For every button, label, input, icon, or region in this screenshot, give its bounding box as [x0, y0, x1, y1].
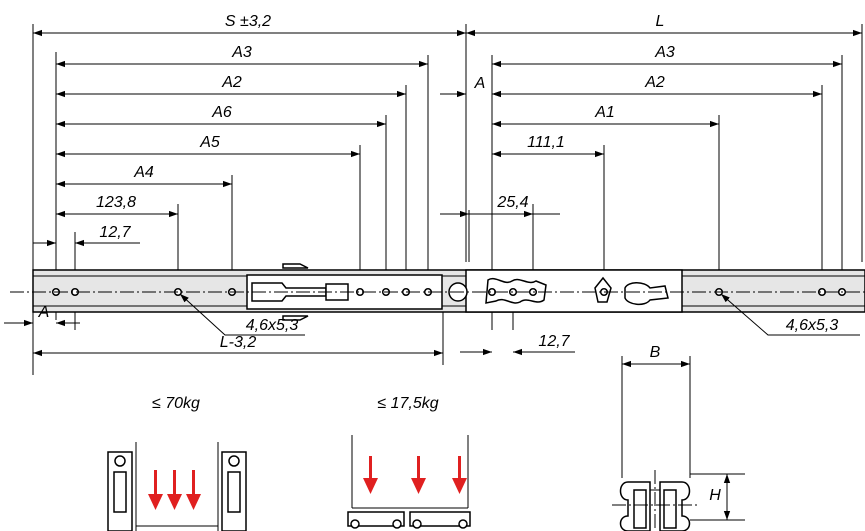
label-l-total: L [656, 13, 665, 30]
label-111-1: 111,1 [527, 134, 565, 151]
extension-lines [32, 24, 863, 375]
label-l-minus: L-3,2 [220, 334, 257, 351]
label-a2-left: A2 [221, 74, 242, 91]
label-hole-right: 4,6x5,3 [786, 317, 839, 334]
disconnect-lever [624, 282, 669, 306]
cross-section-view: B H [612, 344, 745, 531]
flat-mount-load-icon [347, 435, 471, 529]
label-s-total: S ±3,2 [225, 13, 271, 30]
label-a5: A5 [199, 134, 220, 151]
label-25-4: 25,4 [496, 194, 528, 211]
label-a-right: A [474, 75, 486, 92]
label-a3-left: A3 [231, 44, 252, 61]
label-12-7-top: 12,7 [99, 224, 131, 241]
label-123-8: 123,8 [96, 194, 136, 211]
hole-leaders [179, 293, 860, 336]
label-a2-right: A2 [644, 74, 665, 91]
dimension-lines [4, 29, 862, 357]
label-hole-left: 4,6x5,3 [246, 317, 299, 334]
slide-rail [10, 263, 865, 321]
label-a3-right: A3 [654, 44, 675, 61]
label-a6: A6 [211, 104, 232, 121]
label-a-left: A [38, 304, 50, 321]
label-12-7-bottom: 12,7 [538, 333, 570, 350]
label-a1: A1 [594, 104, 615, 121]
dimension-labels: S ±3,2 L A3 A2 A6 A5 A4 123,8 12,7 A 4,6… [38, 13, 839, 351]
load-side-mount: ≤ 70kg [152, 395, 200, 412]
label-height-h: H [709, 487, 721, 504]
side-mount-load-icon [107, 442, 247, 531]
label-a4: A4 [133, 164, 154, 181]
load-arrows-flat [363, 456, 467, 494]
load-arrows-side [148, 470, 201, 510]
load-flat-mount: ≤ 17,5kg [377, 395, 438, 412]
label-width-b: B [650, 344, 661, 361]
